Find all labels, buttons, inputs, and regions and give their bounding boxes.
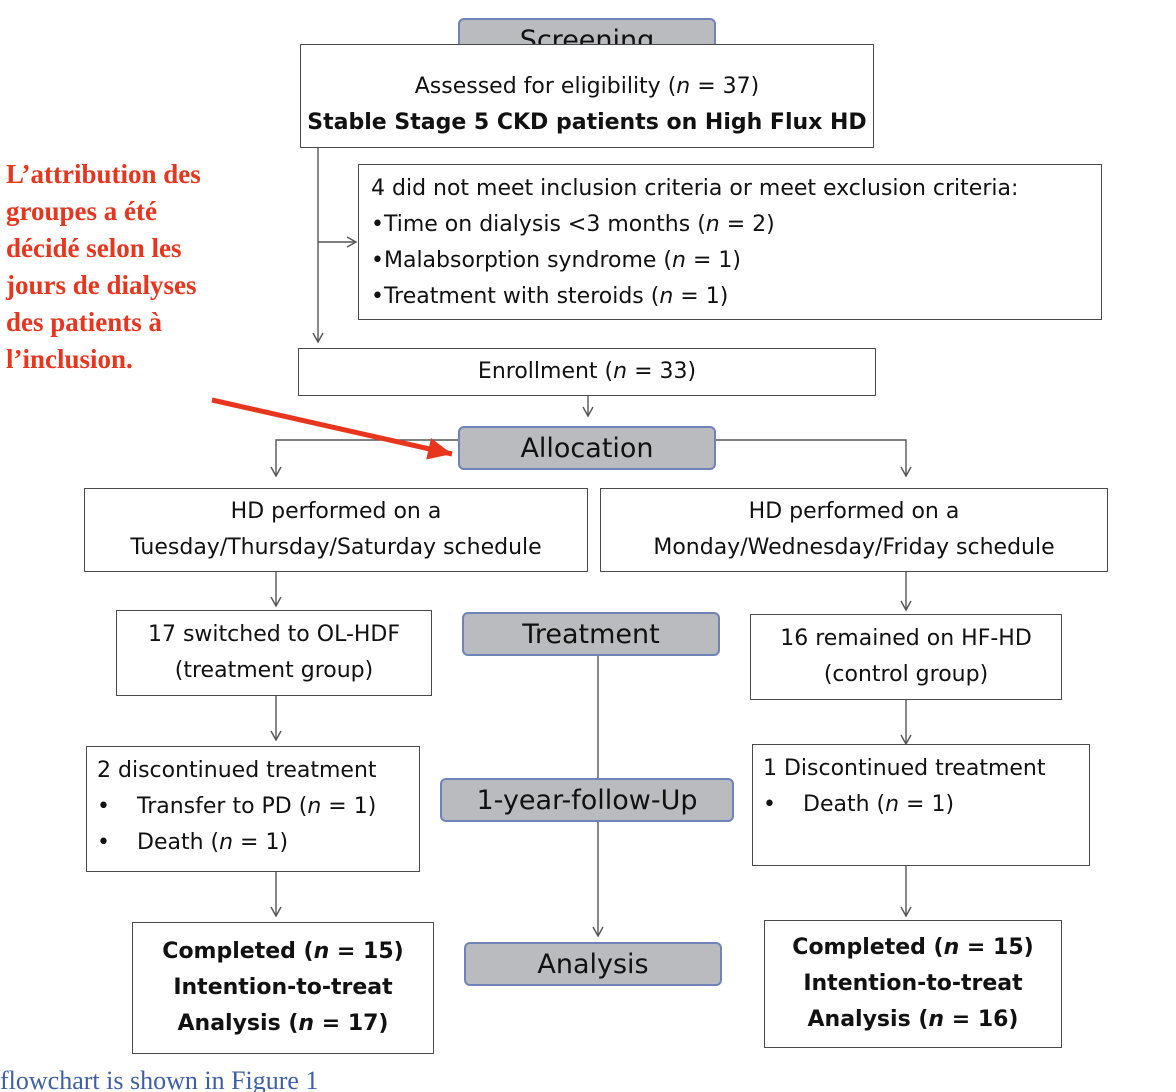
left-discontinued-box: 2 discontinued treatment •Transfer to PD… xyxy=(86,746,420,872)
right-discontinued-item: •Death (n = 1) xyxy=(763,792,955,817)
left-schedule-line2: Tuesday/Thursday/Saturday schedule xyxy=(130,535,542,560)
annotation-arrow xyxy=(211,397,453,460)
annotation-text: L’attribution des groupes a été décidé s… xyxy=(6,159,201,374)
right-discontinued-title: 1 Discontinued treatment xyxy=(763,756,1046,781)
right-treatment-line1: 16 remained on HF-HD xyxy=(780,626,1032,651)
left-treatment-box: 17 switched to OL-HDF (treatment group) xyxy=(116,610,432,696)
stage-followup: 1-year-follow-Up xyxy=(440,778,734,822)
right-analysis-line: Analysis (n = 16) xyxy=(807,1007,1019,1032)
exclusion-item: •Time on dialysis <3 months (n = 2) xyxy=(371,212,775,237)
eligibility-box: Assessed for eligibility (n = 37) Stable… xyxy=(300,44,874,148)
stage-treatment-label: Treatment xyxy=(522,618,660,650)
stage-analysis: Analysis xyxy=(464,942,722,986)
stage-allocation-label: Allocation xyxy=(520,432,654,464)
enrollment-label: Enrollment (n = 33) xyxy=(477,359,697,384)
right-schedule-line1: HD performed on a xyxy=(748,499,960,524)
right-completed-line: Completed (n = 15) xyxy=(792,935,1034,960)
exclusion-item: •Malabsorption syndrome (n = 1) xyxy=(371,248,741,273)
right-treatment-line2: (control group) xyxy=(823,662,989,687)
right-treatment-box: 16 remained on HF-HD (control group) xyxy=(750,614,1062,700)
left-discontinued-item: •Death (n = 1) xyxy=(97,830,289,855)
left-discontinued-item: •Transfer to PD (n = 1) xyxy=(97,794,377,819)
left-schedule-line1: HD performed on a xyxy=(230,499,442,524)
stage-followup-label: 1-year-follow-Up xyxy=(476,784,698,816)
exclusion-title: 4 did not meet inclusion criteria or mee… xyxy=(371,176,1019,201)
eligibility-assessed: Assessed for eligibility (n = 37) xyxy=(414,74,760,99)
stage-allocation: Allocation xyxy=(458,426,716,470)
right-discontinued-box: 1 Discontinued treatment •Death (n = 1) xyxy=(752,744,1090,866)
footer-caption: flowchart is shown in Figure 1 xyxy=(0,1066,319,1092)
connector-allocation-left xyxy=(270,439,458,478)
stage-analysis-label: Analysis xyxy=(537,948,649,980)
connector-allocation-right xyxy=(716,439,912,478)
left-analysis-line: Analysis (n = 17) xyxy=(177,1011,389,1036)
left-treatment-line2: (treatment group) xyxy=(174,658,374,683)
left-completed-box: Completed (n = 15) Intention-to-treat An… xyxy=(132,922,434,1054)
left-discontinued-title: 2 discontinued treatment xyxy=(97,758,377,783)
left-schedule-box: HD performed on a Tuesday/Thursday/Satur… xyxy=(84,488,588,572)
right-schedule-box: HD performed on a Monday/Wednesday/Frida… xyxy=(600,488,1108,572)
enrollment-box: Enrollment (n = 33) xyxy=(298,348,876,396)
left-treatment-line1: 17 switched to OL-HDF xyxy=(147,622,401,647)
exclusion-box: 4 did not meet inclusion criteria or mee… xyxy=(358,164,1102,320)
left-completed-line: Completed (n = 15) xyxy=(162,939,404,964)
right-schedule-line2: Monday/Wednesday/Friday schedule xyxy=(653,535,1055,560)
left-itt-line: Intention-to-treat xyxy=(173,975,393,1000)
right-completed-box: Completed (n = 15) Intention-to-treat An… xyxy=(764,920,1062,1048)
stage-treatment: Treatment xyxy=(462,612,720,656)
eligibility-population: Stable Stage 5 CKD patients on High Flux… xyxy=(307,110,867,135)
right-itt-line: Intention-to-treat xyxy=(803,971,1023,996)
exclusion-item: •Treatment with steroids (n = 1) xyxy=(371,284,729,309)
